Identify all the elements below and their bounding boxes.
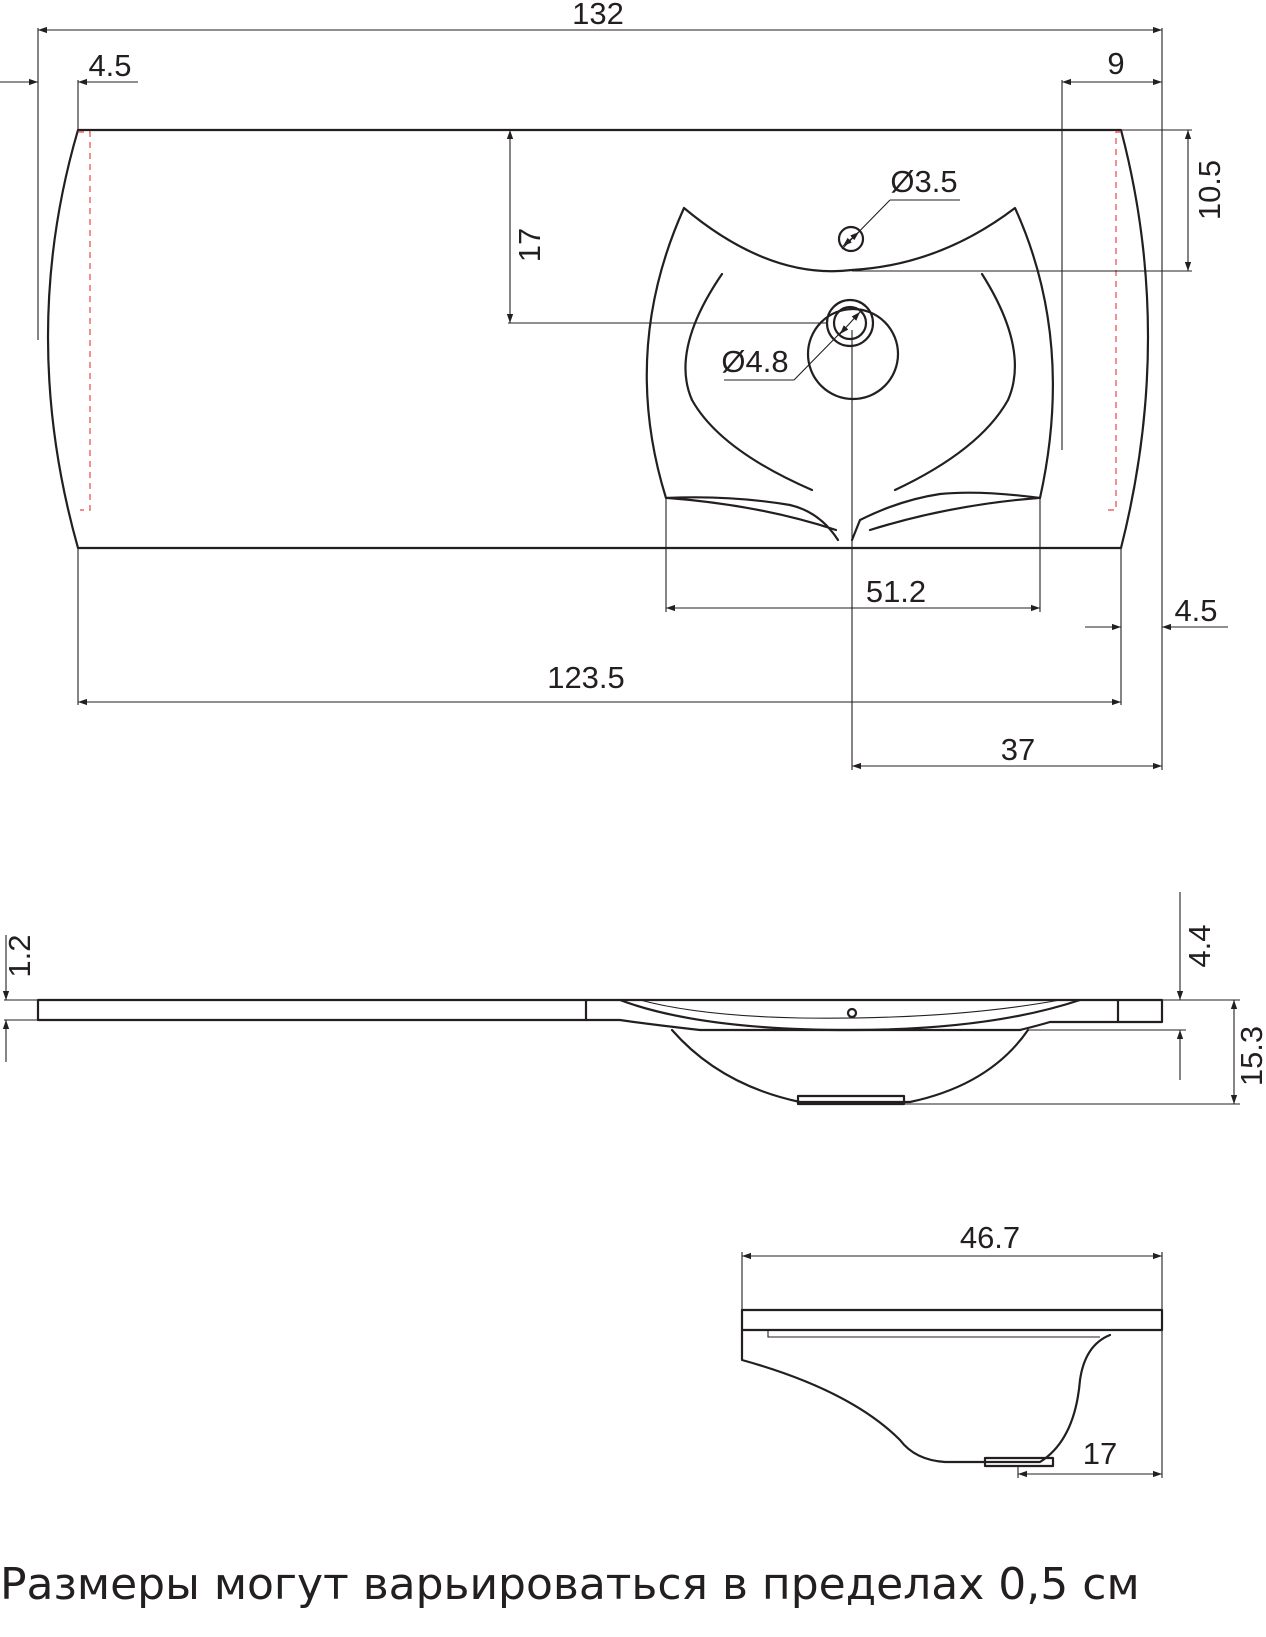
tap-hole-diameter (842, 231, 860, 247)
drain-hole-diameter (839, 311, 861, 335)
dim-rim-height: 4.4 (1182, 924, 1217, 967)
front-view-rim (618, 998, 1082, 1032)
bowl-outline (645, 206, 1054, 542)
side-view-profile (740, 1328, 1112, 1464)
dim-total-width: 132 (572, 0, 624, 31)
dim-drain-position: 17 (1083, 1436, 1117, 1471)
drain-hole-outer (825, 298, 875, 348)
front-view-drain (796, 1094, 906, 1106)
dim-total-height: 15.3 (1234, 1026, 1266, 1086)
bowl-inner-right (893, 272, 1016, 492)
leader-tap-hole (841, 199, 891, 250)
bowl-front-left (666, 496, 838, 532)
hidden-line-right (1107, 131, 1121, 511)
bowl-front-right (868, 496, 1040, 532)
leader-drain-hole-diag (793, 327, 846, 381)
side-view: 46.7 17 (740, 1220, 1164, 1478)
front-view-rim-inner (639, 999, 1061, 1019)
dim-bowl-offset: 10.5 (1192, 160, 1227, 220)
dim-depth: 46.7 (960, 1220, 1020, 1255)
front-view: 1.2 4.4 15.3 (2, 892, 1266, 1106)
side-view-slab (740, 1308, 1164, 1332)
front-view-overflow (846, 1007, 858, 1019)
front-view-bowl (670, 1028, 1030, 1104)
hidden-line-left (78, 131, 91, 511)
side-view-drain (983, 1456, 1055, 1468)
bowl-inner-left (684, 272, 814, 492)
dim-drain-hole: Ø4.8 (721, 344, 788, 379)
dim-right-edge: 9 (1107, 46, 1124, 81)
drain-hole-inner (832, 305, 868, 341)
dim-bottom-width: 123.5 (547, 660, 625, 695)
side-view-inner (767, 1330, 1100, 1338)
top-view: 132 4.5 9 10.5 17 Ø3.5 Ø4.8 51.2 (0, 0, 1228, 770)
dim-slab-thickness: 1.2 (2, 934, 37, 977)
dim-tap-hole: Ø3.5 (890, 164, 957, 199)
front-view-slab (36, 998, 1164, 1032)
dim-right-bottom-edge: 4.5 (1174, 593, 1217, 628)
dim-bowl-width: 51.2 (866, 574, 926, 609)
tap-hole (837, 225, 865, 253)
drain-basin (806, 307, 900, 401)
dim-drain-offset: 17 (512, 228, 547, 262)
tolerance-note: Размеры могут варьироваться в пределах 0… (0, 1559, 1140, 1610)
dim-drain-to-edge: 37 (1001, 732, 1035, 767)
top-view-outline (46, 128, 1150, 550)
dim-left-edge: 4.5 (88, 48, 131, 83)
